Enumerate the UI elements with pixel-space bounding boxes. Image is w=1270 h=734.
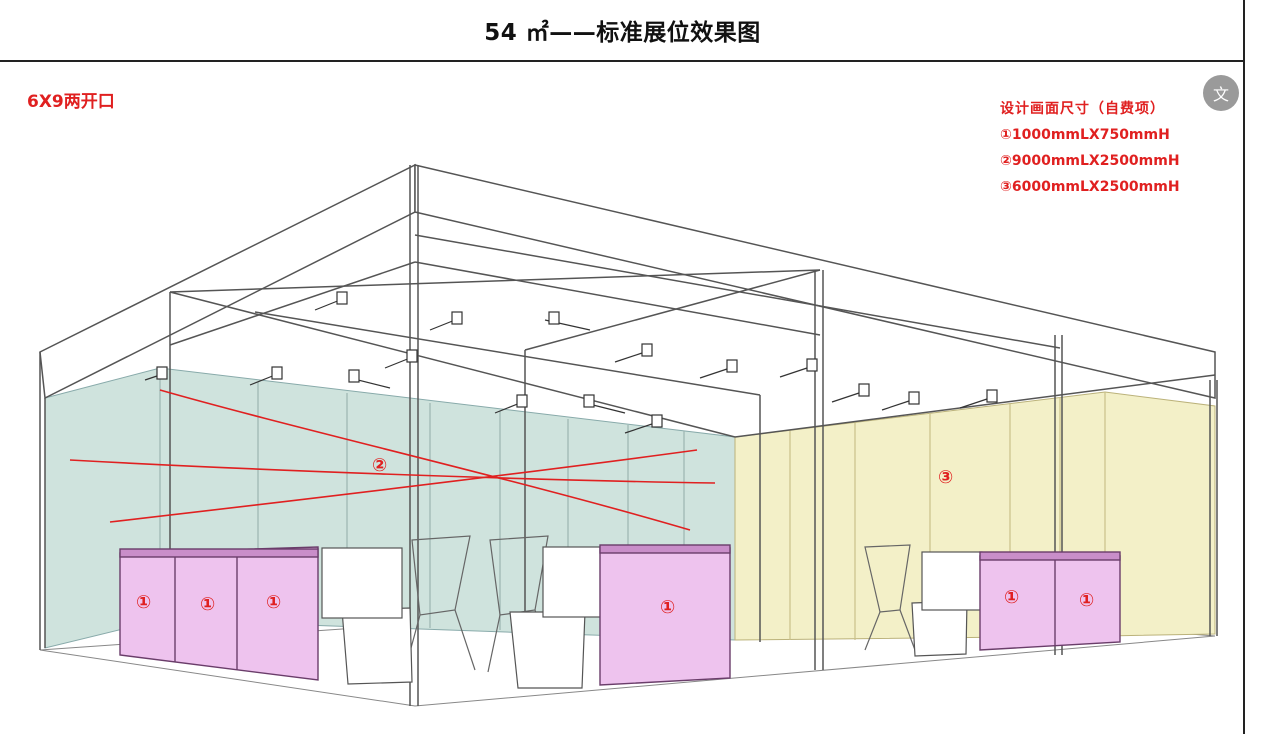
title-bar: 54 ㎡——标准展位效果图 <box>0 0 1245 62</box>
marker-side-wall: ③ <box>938 467 953 488</box>
marker-counter-5: ① <box>1004 587 1019 608</box>
booth-illustration: ① ① ① ① ① ① ② ③ <box>39 163 1218 707</box>
design-spec-list: 设计画面尺寸（自费项） ①1000mmLX750mmH ②9000mmLX250… <box>1000 96 1180 200</box>
marker-counter-1: ① <box>136 592 151 613</box>
marker-counter-2: ① <box>200 594 215 615</box>
translate-glyph: 文 <box>1212 85 1229 104</box>
spec-title: 设计画面尺寸（自费项） <box>1000 101 1165 117</box>
info-counters <box>119 544 1121 686</box>
marker-counter-6: ① <box>1079 590 1094 611</box>
tables <box>321 546 983 689</box>
spec-item-1: ①1000mmLX750mmH <box>1000 127 1170 143</box>
cross-out-strokes <box>69 389 716 531</box>
marker-counter-3: ① <box>266 592 281 613</box>
marker-counter-4: ① <box>660 597 675 618</box>
marker-back-wall: ② <box>372 455 387 476</box>
spec-item-2: ②9000mmLX2500mmH <box>1000 153 1180 169</box>
spec-item-3: ③6000mmLX2500mmH <box>1000 179 1180 195</box>
booth-layout-label: 6X9两开口 <box>27 92 115 112</box>
page-title: 54 ㎡——标准展位效果图 <box>484 20 761 46</box>
translate-icon[interactable]: 文 <box>1203 75 1239 111</box>
spotlights <box>144 291 998 434</box>
